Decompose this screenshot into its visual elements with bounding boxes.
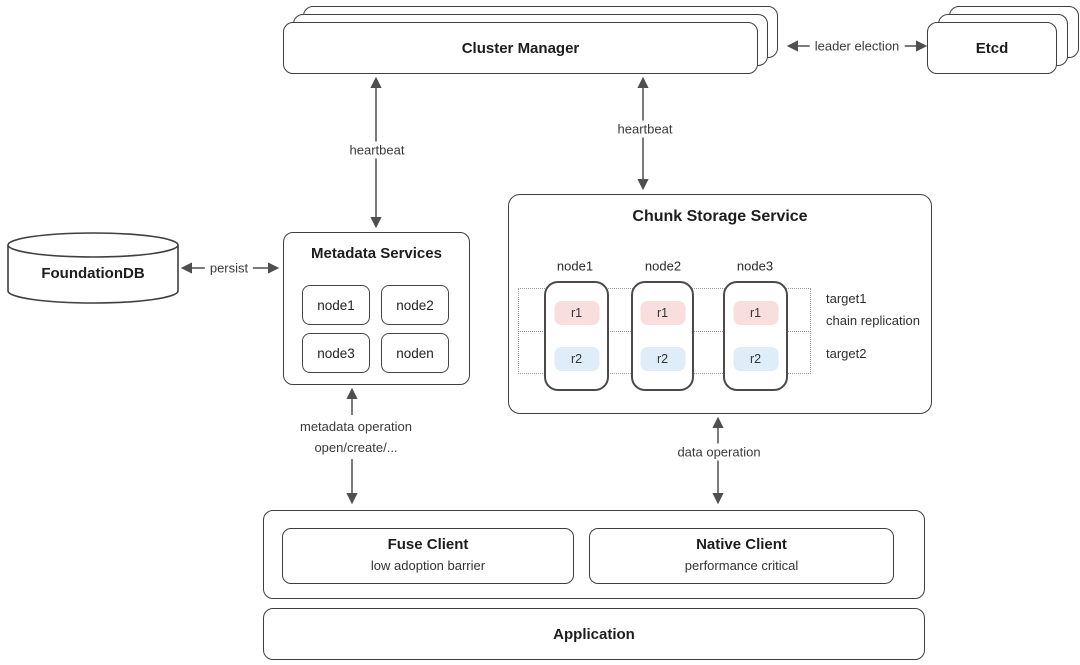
leader-election-label: leader election (809, 37, 905, 55)
foundationdb-cylinder (7, 232, 179, 304)
metadata-node-3-label: node3 (317, 345, 355, 361)
heartbeat-metadata-label: heartbeat (344, 141, 410, 159)
metadata-node-n: noden (381, 333, 449, 373)
persist-label: persist (204, 259, 254, 277)
metadata-node-2-label: node2 (396, 297, 434, 313)
replica-r1-node2-label: r1 (656, 306, 669, 320)
etcd-title: Etcd (975, 39, 1009, 57)
metadata-node-1: node1 (302, 285, 370, 325)
metadata-node-1-label: node1 (317, 297, 355, 313)
replica-r1-node2: r1 (640, 301, 685, 325)
replica-r2-node1: r2 (554, 347, 599, 371)
metadata-services-title: Metadata Services (311, 245, 442, 262)
storage-node-1-label: node1 (556, 258, 594, 274)
metadata-node-n-label: noden (396, 345, 434, 361)
replica-r2-node3: r2 (733, 347, 778, 371)
replica-r1-node1-label: r1 (570, 306, 583, 320)
chunk-storage-service-box: Chunk Storage Service node1 node2 node3 … (508, 194, 932, 414)
metadata-operation-label-line2: open/create/... (314, 440, 398, 455)
replica-r2-node1-label: r2 (570, 352, 583, 366)
native-client-subtitle: performance critical (684, 558, 799, 573)
storage-column-2: r1 r2 (631, 281, 694, 391)
native-client-box: Native Client performance critical (589, 528, 894, 584)
native-client-title: Native Client (696, 536, 787, 553)
chunk-storage-service-title: Chunk Storage Service (632, 208, 808, 225)
heartbeat-chunk-label: heartbeat (612, 120, 678, 138)
replica-r1-node1: r1 (554, 301, 599, 325)
replica-r1-node3: r1 (733, 301, 778, 325)
application-box: Application (263, 608, 925, 660)
data-operation-label: data operation (672, 443, 766, 461)
fuse-client-title: Fuse Client (387, 536, 469, 553)
cluster-manager-title: Cluster Manager (461, 39, 580, 57)
foundationdb-label: FoundationDB (41, 265, 145, 282)
cluster-manager-box: Cluster Manager (283, 22, 758, 74)
metadata-node-3: node3 (302, 333, 370, 373)
replica-r1-node3-label: r1 (749, 306, 762, 320)
target2-label: target2 (826, 346, 867, 361)
target1-label: target1 (826, 291, 867, 306)
etcd-box: Etcd (927, 22, 1057, 74)
clients-container: Fuse Client low adoption barrier Native … (263, 510, 925, 599)
storage-column-1: r1 r2 (544, 281, 609, 391)
storage-column-3: r1 r2 (723, 281, 788, 391)
metadata-operation-label-line1: metadata operation (299, 419, 413, 434)
replica-r2-node2-label: r2 (656, 352, 669, 366)
replica-r2-node2: r2 (640, 347, 685, 371)
storage-node-2-label: node2 (644, 258, 682, 274)
storage-node-3-label: node3 (736, 258, 774, 274)
fuse-client-subtitle: low adoption barrier (370, 558, 486, 573)
replica-r2-node3-label: r2 (749, 352, 762, 366)
application-title: Application (553, 625, 635, 643)
chain-replication-label: chain replication (826, 313, 920, 328)
metadata-node-2: node2 (381, 285, 449, 325)
fuse-client-box: Fuse Client low adoption barrier (282, 528, 574, 584)
metadata-operation-label: metadata operation open/create/... (294, 415, 418, 459)
metadata-services-box: Metadata Services node1 node2 node3 node… (283, 232, 470, 385)
